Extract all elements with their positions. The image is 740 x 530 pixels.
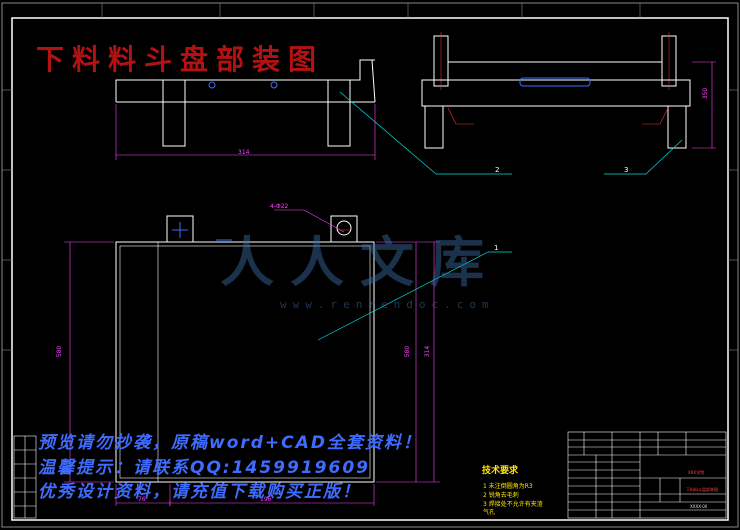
watermark-url: www.renrendoc.com bbox=[280, 298, 495, 311]
tech-requirements-title: 技术要求 bbox=[482, 466, 519, 476]
top-view-left-dim: 580 bbox=[56, 345, 64, 358]
callout-1: 1 bbox=[494, 244, 499, 252]
top-view-dim bbox=[64, 209, 440, 506]
callout-3: 3 bbox=[624, 166, 629, 174]
title-block-code: XXXX-00 bbox=[690, 504, 708, 509]
notice-line-1: 预览请勿抄袭，原稿word+CAD全套资料！ bbox=[38, 433, 422, 453]
weld-marks bbox=[447, 107, 669, 125]
top-view-right-dim-a: 580 bbox=[404, 345, 412, 358]
zone-ticks bbox=[2, 3, 738, 351]
tech-item: 1 未注倒圆角为R3 bbox=[483, 483, 533, 490]
tech-item: 气孔 bbox=[483, 509, 496, 516]
hole-callout: 4-Φ22 bbox=[270, 203, 289, 210]
front-view-dim bbox=[115, 104, 376, 160]
watermark-text: 人人文库 bbox=[220, 231, 500, 294]
top-view bbox=[115, 215, 375, 483]
leader-2 bbox=[339, 91, 437, 175]
title-block-school: XXX学院 bbox=[688, 470, 705, 475]
callout-2: 2 bbox=[495, 166, 500, 174]
bottom-dim-b: 196 bbox=[260, 496, 272, 503]
drawing-title: 下料料斗盘部装图 bbox=[36, 43, 325, 76]
leader-1 bbox=[317, 251, 489, 341]
front-view bbox=[115, 59, 376, 147]
inner-frame bbox=[11, 17, 729, 521]
side-view-height-dim: 350 bbox=[702, 87, 710, 100]
leader-3 bbox=[645, 139, 683, 175]
side-view bbox=[421, 32, 691, 149]
tech-item: 3 焊接处不允许有夹渣 bbox=[483, 501, 543, 508]
notice-line-2: 温馨提示：请联系QQ:1459919609 bbox=[38, 458, 370, 478]
notice-line-3: 优秀设计资料，请充值下载购买正版！ bbox=[38, 482, 361, 502]
title-block-drawing-name: 下料料斗盘部装图 bbox=[686, 487, 718, 492]
revision-strip bbox=[13, 435, 37, 519]
front-view-width-dim: 314 bbox=[238, 149, 250, 156]
title-block-lines bbox=[567, 431, 727, 519]
tech-item: 2 锐角去毛刺 bbox=[483, 492, 519, 499]
bottom-dim-a: 76 bbox=[138, 496, 146, 503]
top-view-right-dim-b: 314 bbox=[424, 345, 432, 358]
side-view-dim bbox=[692, 61, 716, 149]
